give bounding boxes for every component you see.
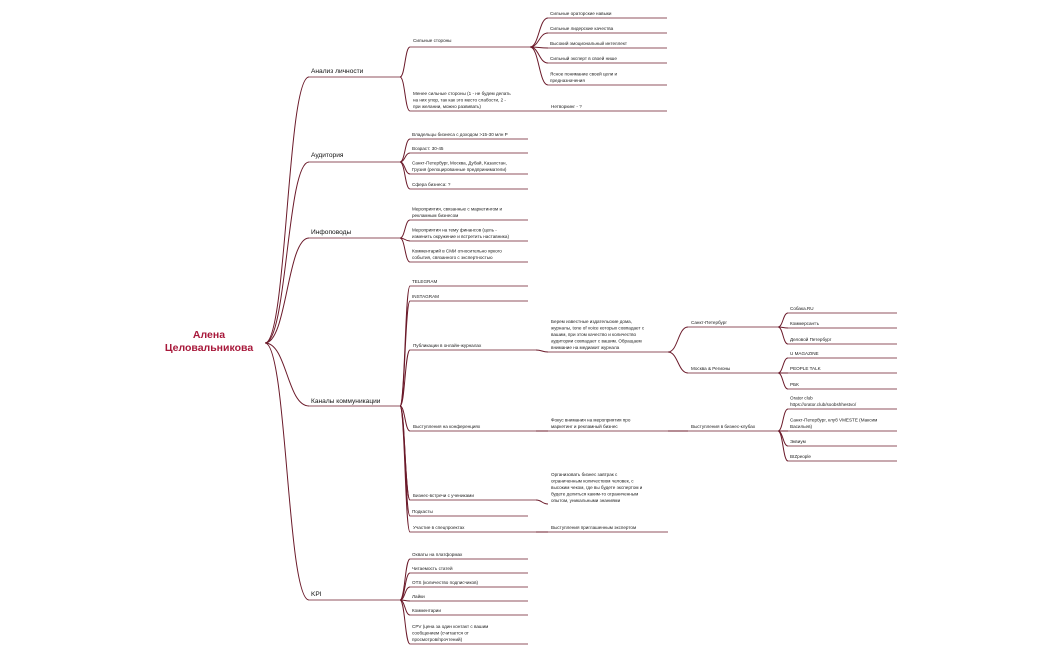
edge-club-0 [777,408,789,432]
channel-instagram: INSTAGRAM [412,294,439,299]
edge-center-audience [264,161,310,344]
node-strengths: Сильные стороны [413,38,451,43]
kpi-item-0: Охваты на платформах [412,552,463,557]
channel-meetings: Бизнес-встречи с учениками [413,493,474,498]
edge-spb-0 [777,312,789,328]
edge-channels-publications [399,349,411,407]
news-item-1: Мероприятия на тему финансов (цель -изме… [412,228,509,240]
edge-news-2 [399,237,411,263]
edge-msk-2 [777,372,789,390]
node-weaker: Менее сильные стороны (1 - не будем дела… [413,91,511,109]
edge-kpi-5 [399,599,411,645]
kpi-item-2: OTS (количество подписчиков) [412,580,479,585]
edge-audience-3 [399,161,411,190]
node-spb: Санкт-Петербург [691,320,727,325]
kpi-item-3: Лайки [412,593,425,599]
edge-channels-meetings-line [399,405,411,501]
edge-audience-1 [399,152,411,163]
edge-publications-spb [667,326,689,353]
edge-strength-0 [529,17,549,48]
audience-item-1: Возраст: 30-45 [412,146,444,151]
kpi-item-1: Читаемость статей [412,565,453,571]
branch-audience: Аудитория [311,152,344,159]
edge-spb-2 [777,326,789,345]
channel-podcasts: Подкасты [412,509,433,514]
channel-conferences: Выступления на конференциях [413,424,481,429]
branch-news: Инфоповоды [311,229,352,236]
channel-publications: Публикации в онлайн-журналах [413,342,482,348]
msk-item-0: U MAGAZINE [790,351,819,356]
branch-kpi: KPI [311,591,322,598]
spb-item-0: Собака.RU [790,306,814,311]
msk-item-1: PEOPLE TALK [790,366,822,371]
kpi-item-4: Комментарии [412,608,441,613]
club-item-3: BIZpeople [790,454,811,459]
edge-strength-4 [529,46,549,86]
strength-item-0: Сильные ораторские навыки [550,11,612,16]
edge-personality-strengths [399,46,411,78]
special-note: Выступления приглашенным экспертом [551,525,636,530]
channel-telegram: TELEGRAM [412,279,437,284]
edge-strength-3 [529,46,549,64]
edge-publications-note [535,349,549,353]
audience-item-3: Сфера бизнеса: ? [412,182,451,187]
branch-channels: Каналы коммуникации [311,398,381,405]
msk-item-2: РБК [790,382,799,387]
spb-item-2: Деловой Петербург [790,336,832,342]
edge-center-channels [264,342,310,407]
edge-center-news [264,237,310,344]
edge-meetings-note [535,499,549,505]
edge-news-0 [399,219,411,239]
channel-special: Участие в спецпроектах [413,525,465,530]
node-msk: Москва & Регионы [691,366,730,371]
audience-item-2: Санкт-Петербург, Москва, Дубай, Казахста… [412,160,507,173]
node-clubs: Выступления в бизнес-клубах [691,424,756,429]
edge-publications-msk [667,351,689,374]
club-item-2: Эквиум [790,439,806,444]
edge-strength-1 [529,32,549,48]
edge-center-analysis [264,76,310,344]
publications-note: Берем известные издательские дома,журнал… [551,319,645,350]
weaker-item-0: Нетворкинг - ? [551,104,582,109]
strength-item-1: Сильные лидерские качества [550,26,614,31]
branch-personality: Анализ личности [311,68,364,75]
spb-item-1: Коммерсантъ [790,321,819,326]
edge-audience-0 [399,138,411,163]
connector-lines [264,17,897,645]
edge-club-3 [777,430,789,462]
edge-personality-weaker [399,76,411,112]
strength-item-2: Высокий эмоциональный интеллект [550,40,628,46]
edge-center-kpi [264,342,310,601]
edge-msk-0 [777,357,789,374]
strength-item-3: Сильный эксперт в своей нише [550,55,617,61]
audience-item-0: Владельцы бизнеса с доходом >15-30 млн Р [412,132,508,137]
